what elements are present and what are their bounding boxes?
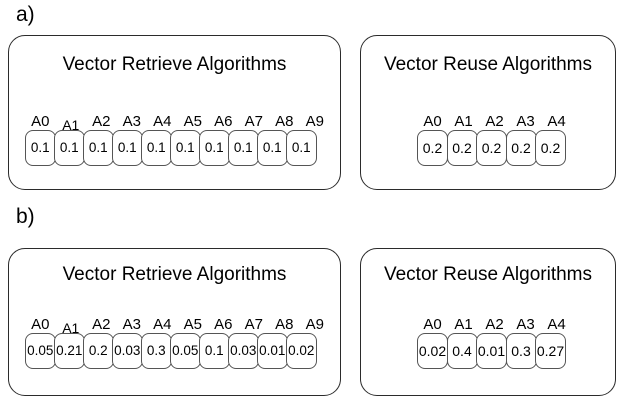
subfigure-label-b: b)	[16, 205, 35, 228]
algorithm-label-a9: A9	[305, 113, 324, 130]
value-cell-a8: 0.01	[257, 333, 288, 369]
algorithm-label-a1: A1	[62, 117, 80, 133]
algorithm-label-a3: A3	[516, 316, 535, 333]
subfigure-a: a) Vector Retrieve Algorithms A0 A1 A2 A…	[0, 0, 624, 198]
value-cell-a6: 0.1	[199, 333, 230, 369]
value-cell-a2: 0.2	[476, 130, 507, 166]
subfigure-label-a: a)	[16, 3, 35, 26]
value-cell-a0: 0.2	[417, 130, 448, 166]
value-cell-a3: 0.2	[505, 130, 537, 166]
algorithm-label-a2: A2	[485, 113, 504, 130]
algorithm-label-a0: A0	[31, 316, 50, 333]
algorithm-array: A0 A1 A2 A3 A4 0.2 0.2 0.2 0.2 0.2	[417, 108, 572, 166]
algorithm-label-a8: A8	[275, 113, 294, 130]
value-cell-a0: 0.05	[25, 333, 56, 369]
algorithm-label-a2: A2	[485, 316, 504, 333]
value-cell-a4: 0.1	[141, 130, 172, 166]
algorithm-label-a1: A1	[454, 316, 473, 333]
algorithm-label-row: A0 A1 A2 A3 A4	[417, 311, 572, 333]
algorithm-value-row: 0.05 0.21 0.2 0.03 0.3 0.05 0.1 0.03 0.0…	[25, 333, 330, 369]
value-cell-a8: 0.1	[257, 130, 288, 166]
value-cell-a4: 0.2	[535, 130, 566, 166]
algorithm-label-row: A0 A1 A2 A3 A4	[417, 108, 572, 130]
value-cell-a4: 0.27	[535, 333, 566, 369]
value-cell-a1: 0.1	[54, 130, 85, 166]
panel-b-vector-reuse: Vector Reuse Algorithms A0 A1 A2 A3 A4 0…	[360, 248, 616, 396]
panel-title: Vector Reuse Algorithms	[383, 54, 593, 75]
panel-a-vector-retrieve: Vector Retrieve Algorithms A0 A1 A2 A3 A…	[8, 35, 341, 190]
algorithm-label-a0: A0	[31, 113, 50, 130]
algorithm-label-a2: A2	[92, 113, 111, 130]
value-cell-a9: 0.1	[286, 130, 317, 166]
algorithm-array: A0 A1 A2 A3 A4 A5 A6 A7 A8 A9 0.05 0.21 …	[25, 311, 330, 369]
algorithm-label-a4: A4	[153, 113, 172, 130]
algorithm-label-a7: A7	[244, 316, 263, 333]
value-cell-a0: 0.02	[417, 333, 448, 369]
value-cell-a4: 0.3	[141, 333, 172, 369]
algorithm-label-a9: A9	[305, 316, 324, 333]
algorithm-label-a2: A2	[92, 316, 111, 333]
algorithm-value-row: 0.1 0.1 0.1 0.1 0.1 0.1 0.1 0.1 0.1 0.1	[25, 130, 330, 166]
value-cell-a1: 0.4	[446, 333, 478, 369]
value-cell-a5: 0.05	[170, 333, 201, 369]
algorithm-array: A0 A1 A2 A3 A4 A5 A6 A7 A8 A9 0.1 0.1 0.…	[25, 108, 330, 166]
value-cell-a3: 0.3	[505, 333, 537, 369]
panel-title: Vector Reuse Algorithms	[383, 264, 593, 285]
value-cell-a2: 0.01	[476, 333, 507, 369]
algorithm-value-row: 0.2 0.2 0.2 0.2 0.2	[417, 130, 572, 166]
value-cell-a7: 0.03	[228, 333, 259, 369]
panel-title: Vector Retrieve Algorithms	[62, 54, 287, 75]
value-cell-a7: 0.1	[228, 130, 259, 166]
algorithm-label-row: A0 A1 A2 A3 A4 A5 A6 A7 A8 A9	[25, 108, 330, 134]
value-cell-a2: 0.1	[83, 130, 114, 166]
algorithm-label-a6: A6	[214, 316, 233, 333]
algorithm-label-a4: A4	[547, 113, 566, 130]
value-cell-a6: 0.1	[199, 130, 230, 166]
value-cell-a0: 0.1	[25, 130, 56, 166]
algorithm-label-a0: A0	[423, 113, 442, 130]
algorithm-label-a3: A3	[122, 316, 141, 333]
value-cell-a3: 0.03	[112, 333, 143, 369]
panel-b-vector-retrieve: Vector Retrieve Algorithms A0 A1 A2 A3 A…	[8, 248, 341, 396]
algorithm-label-a3: A3	[122, 113, 141, 130]
value-cell-a5: 0.1	[170, 130, 201, 166]
value-cell-a1: 0.2	[446, 130, 478, 166]
panel-title: Vector Retrieve Algorithms	[62, 264, 287, 285]
algorithm-label-a5: A5	[183, 316, 202, 333]
algorithm-label-a6: A6	[214, 113, 233, 130]
algorithm-label-a1: A1	[62, 320, 80, 336]
algorithm-label-a4: A4	[153, 316, 172, 333]
algorithm-label-a4: A4	[547, 316, 566, 333]
algorithm-label-a7: A7	[244, 113, 263, 130]
algorithm-label-a0: A0	[423, 316, 442, 333]
value-cell-a9: 0.02	[286, 333, 317, 369]
algorithm-label-a5: A5	[183, 113, 202, 130]
subfigure-b: b) Vector Retrieve Algorithms A0 A1 A2 A…	[0, 200, 624, 401]
algorithm-value-row: 0.02 0.4 0.01 0.3 0.27	[417, 333, 572, 369]
algorithm-label-a3: A3	[516, 113, 535, 130]
algorithm-array: A0 A1 A2 A3 A4 0.02 0.4 0.01 0.3 0.27	[417, 311, 572, 369]
algorithm-label-row: A0 A1 A2 A3 A4 A5 A6 A7 A8 A9	[25, 311, 330, 337]
algorithm-label-a1: A1	[454, 113, 473, 130]
algorithm-label-a8: A8	[275, 316, 294, 333]
value-cell-a2: 0.2	[83, 333, 114, 369]
panel-a-vector-reuse: Vector Reuse Algorithms A0 A1 A2 A3 A4 0…	[360, 35, 616, 190]
value-cell-a3: 0.1	[112, 130, 143, 166]
value-cell-a1: 0.21	[54, 333, 85, 369]
